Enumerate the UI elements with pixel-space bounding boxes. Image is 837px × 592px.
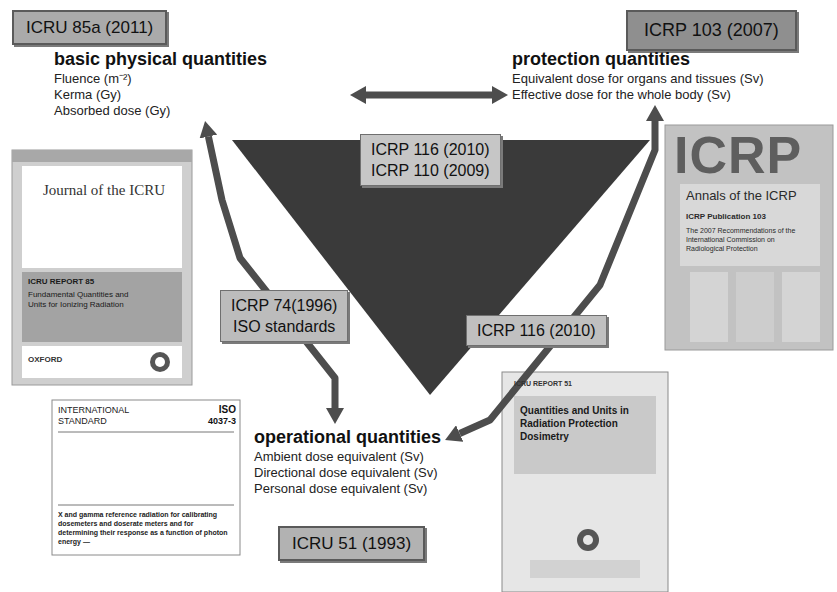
double-arrow: [208, 137, 335, 408]
page-rule: [58, 505, 234, 506]
reference-box: ICRU 85a (2011): [12, 10, 167, 45]
cover-strip: [12, 150, 192, 162]
icru-logo: [583, 535, 593, 545]
reference-box: ICRP 103 (2007): [626, 10, 797, 51]
icru-logo: [577, 529, 599, 551]
quantity-group: protection quantitiesEquivalent dose for…: [508, 46, 767, 105]
report-number: ICRU REPORT 85: [28, 277, 176, 286]
node-heading: protection quantities: [512, 48, 763, 71]
node-line: Equivalent dose for organs and tissues (…: [512, 71, 763, 87]
node-line: ISO standards: [231, 316, 337, 337]
cover-block: [736, 272, 774, 342]
central-triangle: [232, 140, 650, 395]
double-arrow: [366, 92, 492, 99]
icru-report-cover: [502, 372, 668, 592]
journal-title: Annals of the ICRP: [686, 188, 816, 203]
cover-band: [22, 272, 182, 342]
node-heading: operational quantities: [254, 426, 441, 449]
node-heading: ICRU 51 (1993): [292, 533, 411, 554]
cover-footer: [22, 346, 182, 378]
standard-body: ISO: [200, 404, 236, 415]
node-heading: ICRP 116 (2010): [371, 139, 490, 160]
icru-journal-cover: [12, 150, 192, 385]
node-line: Effective dose for the whole body (Sv): [512, 87, 763, 103]
journal-title: Journal of the ICRU: [30, 182, 178, 199]
cover-footer: [530, 560, 640, 578]
report-title: Fundamental Quantities and Units for Ion…: [28, 290, 148, 310]
standard-title: X and gamma reference radiation for cali…: [58, 510, 234, 546]
cover-panel: [22, 166, 182, 268]
reference-box: ICRU 51 (1993): [278, 526, 425, 561]
reference-box: ICRP 74(1996)ISO standards: [220, 290, 348, 342]
node-line: Directional dose equivalent (Sv): [254, 465, 441, 481]
cover-block: [782, 272, 820, 342]
cover-panel: [680, 184, 820, 266]
node-heading: ICRU 85a (2011): [26, 17, 153, 38]
node-line: ICRP 110 (2009): [371, 160, 490, 181]
icru-logo: [155, 357, 165, 367]
reference-box: ICRP 116 (2010): [466, 315, 607, 346]
standard-number: 4037-3: [190, 416, 236, 426]
cover-block: [690, 272, 728, 342]
document-type: INTERNATIONAL STANDARD: [58, 405, 158, 427]
node-heading: ICRP 116 (2010): [477, 320, 596, 341]
node-heading: basic physical quantities: [54, 48, 346, 71]
publication-number: ICRP Publication 103: [686, 212, 816, 221]
reference-box: ICRP 116 (2010)ICRP 110 (2009): [360, 134, 501, 186]
icrp-annals-cover: [665, 125, 833, 350]
node-heading: ICRP 103 (2007): [644, 20, 779, 41]
node-line: Kerma (Gy): [54, 87, 346, 103]
node-line: Ambient dose equivalent (Sv): [254, 449, 441, 465]
node-heading: ICRP 74(1996): [231, 295, 337, 316]
iso-standard-page: [52, 400, 240, 555]
cover-panel: [514, 396, 656, 474]
node-line: Fluence (m⁻²): [54, 71, 346, 87]
cover-frame: [502, 372, 668, 592]
report-title: Quantities and Units in Radiation Protec…: [520, 404, 652, 443]
page-rule: [58, 432, 234, 433]
publisher-name: OXFORD: [28, 355, 88, 364]
page-frame: [52, 400, 240, 555]
cover-logo-text: ICRP: [674, 126, 824, 184]
icru-logo: [150, 352, 170, 372]
quantity-group: basic physical quantitiesFluence (m⁻²)Ke…: [50, 46, 350, 121]
cover-frame: [665, 125, 833, 350]
node-line: Absorbed dose (Gy): [54, 103, 346, 119]
node-line: Personal dose equivalent (Sv): [254, 481, 441, 497]
cover-frame: [12, 150, 192, 385]
publication-title: The 2007 Recommendations of the Internat…: [686, 226, 814, 253]
report-number: ICRU REPORT 51: [514, 380, 654, 387]
quantity-group: operational quantitiesAmbient dose equiv…: [250, 424, 445, 499]
